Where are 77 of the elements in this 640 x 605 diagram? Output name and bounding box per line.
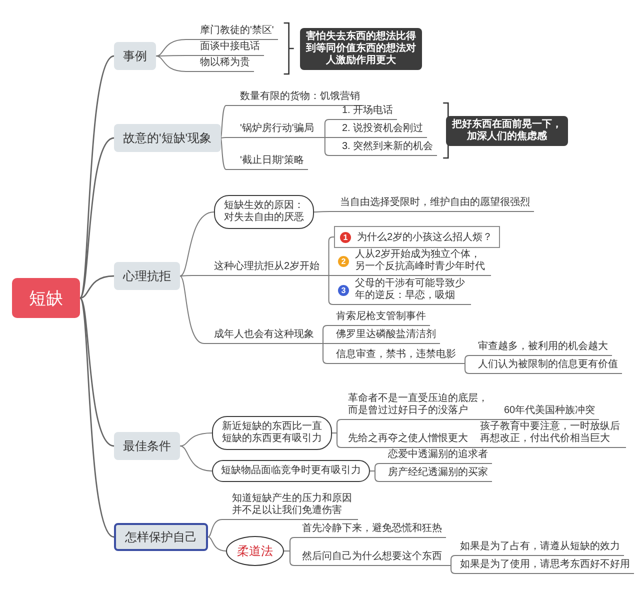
connector-line (494, 419, 498, 420)
connector-line (79, 137, 114, 298)
topic-text: 为什么2岁的小孩这么招人烦？ (357, 230, 493, 244)
subtopic: 60年代美国种族冲突 (498, 405, 600, 420)
main-topic: 心理抗拒 (114, 262, 180, 290)
connector-line (208, 519, 222, 538)
subtopic: 这种心理抗拒从2岁开始 (192, 261, 324, 276)
subtopic: 数量有限的货物：饥饿营销 (226, 91, 364, 106)
connector-line (332, 432, 342, 448)
subtopic: 知道短缺产生的压力和原因并不足以让我们免遭伤害 (222, 493, 358, 520)
subtopic: 物以稀为贵 (186, 57, 254, 72)
connector-line (314, 211, 330, 212)
subtopic: 2. 说投资机会刚过 (332, 123, 428, 138)
topic-bubble: 短缺生效的原因：对失去自由的厌恶 (214, 195, 314, 229)
subtopic: 成年人也会有这种现象 (204, 329, 318, 344)
topic-bubble: 短缺物品面临竞争时更有吸引力 (212, 460, 370, 482)
subtopic (334, 249, 491, 276)
subtopic: 3. 突然到来新的机会 (332, 141, 438, 156)
topic-bubble: 新近短缺的东西比一直短缺的东西更有吸引力 (212, 416, 332, 450)
connector-line (472, 447, 476, 448)
connector-line (446, 565, 456, 574)
subtopic: 革命者不是一直受压迫的底层，而是曾过过好日子的没落户 (342, 393, 494, 420)
subtopic: 先给之再夺之使人憎恨更大 (342, 433, 472, 448)
connector-line (180, 432, 212, 446)
connector-line (318, 343, 328, 364)
connector-line (460, 363, 470, 374)
main-topic: 最佳条件 (114, 432, 180, 460)
priority-marker: 1 (340, 232, 351, 242)
subtopic: 佛罗里达磷酸盐清洁剂 (328, 329, 440, 344)
connector-line (156, 56, 186, 72)
main-topic: 怎样保护自己 (114, 523, 208, 551)
connector-line (80, 275, 114, 299)
connector-line (79, 55, 114, 298)
connector-line (220, 105, 226, 138)
connector-line (284, 550, 296, 566)
subtopic: '截止日期'策略 (226, 155, 308, 170)
subtopic: 摩门教徒的'禁区' (186, 25, 278, 40)
central-topic: 短缺 (12, 278, 80, 318)
subtopic: '锅炉房行动'骗局 (226, 123, 318, 138)
framed-subtopic (334, 226, 500, 248)
connector-line (180, 275, 192, 276)
connector-line (79, 298, 114, 538)
subtopic (334, 278, 471, 305)
topic-text: 人从2岁开始成为独立个体，另一个反抗高峰时青少年时代 (355, 249, 486, 273)
subtopic: 孩子教育中要注意，一时放纵后再想改正，付出代价相当巨大 (476, 421, 626, 448)
connector-line (180, 212, 214, 276)
connector-line (220, 138, 226, 170)
subtopic: 人们认为被限制的信息更有价值 (470, 359, 622, 374)
connector-line (156, 39, 186, 56)
subtopic: 恋爱中透漏别的追求者 (380, 449, 492, 464)
connector-line (180, 276, 204, 344)
connector-line (317, 137, 332, 156)
subtopic: 房产经纪透漏别的买家 (380, 467, 492, 482)
subtopic: 1. 开场电话 (332, 105, 398, 120)
priority-marker: 3 (338, 284, 349, 296)
connector-line (370, 470, 380, 482)
subtopic: 然后问自己为什么想要这个东西 (296, 551, 446, 566)
connector-line (79, 298, 114, 447)
subtopic: 当自由选择受限时，维护自由的愿望很强烈 (330, 197, 534, 212)
subtopic: 首先冷静下来，避免恐慌和狂热 (296, 523, 446, 538)
topic-text: 父母的干涉有可能导致少年的逆反：早恋，吸烟 (355, 278, 466, 302)
subtopic: 面谈中接电话 (186, 41, 264, 56)
topic-ellipse: 柔道法 (226, 536, 284, 566)
subtopic: 审查越多，被利用的机会越大 (470, 341, 612, 356)
connector-line (180, 446, 212, 472)
priority-marker: 2 (338, 256, 349, 266)
main-topic: 故意的'短缺'现象 (114, 124, 221, 152)
connector-line (156, 55, 186, 56)
connector-line (208, 536, 226, 552)
subtopic: 肯索尼枪支管制事件 (328, 311, 430, 326)
summary-note: 害怕失去东西的想法比得到等同价值东西的想法对人激励作用更大 (300, 28, 422, 70)
subtopic: 如果是为了使用，请思考东西好不好用 (456, 559, 634, 574)
subtopic: 信息审查，禁书，违禁电影 (328, 349, 460, 364)
summary-note: 把好东西在面前晃一下，加深人们的焦虑感 (446, 116, 568, 146)
connector-line (323, 275, 334, 305)
main-topic: 事例 (114, 42, 156, 70)
subtopic: 如果是为了占有，请遵从短缺的效力 (456, 541, 624, 556)
